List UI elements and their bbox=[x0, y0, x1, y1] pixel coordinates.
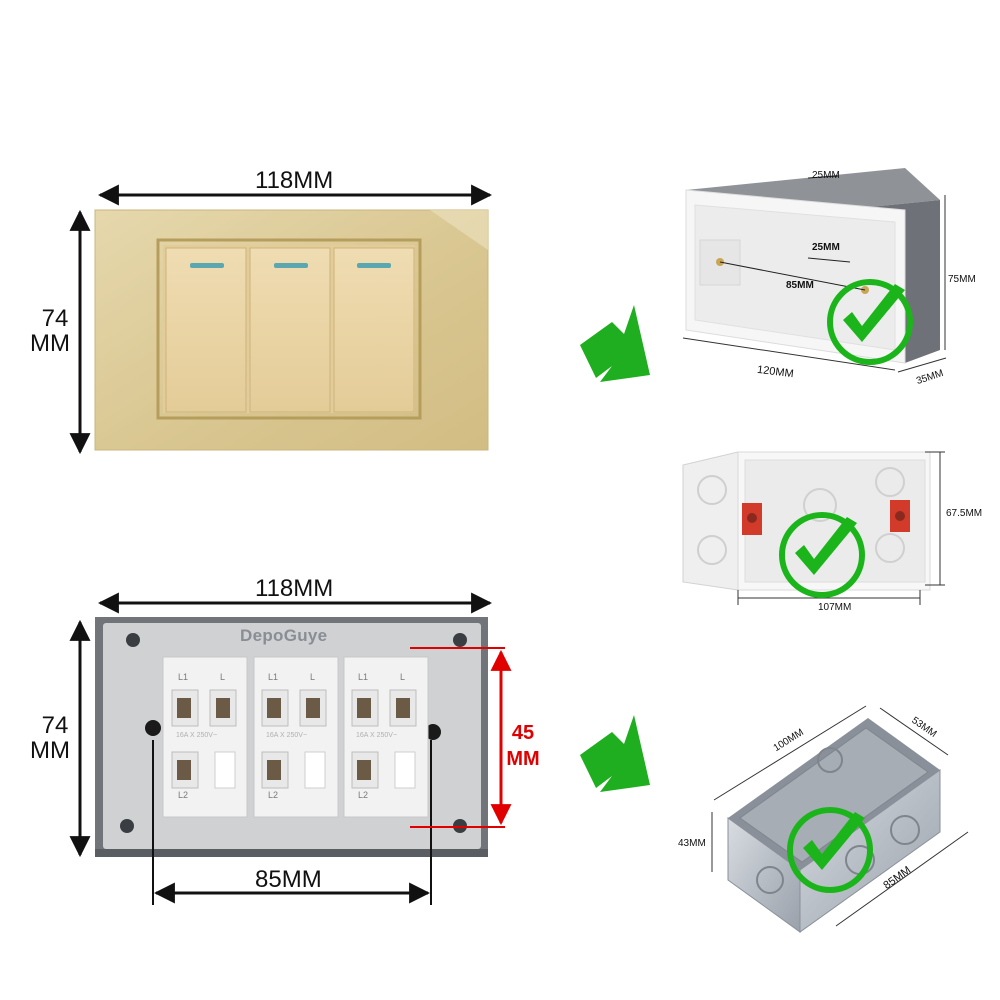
bottom-height-label-number: 74 bbox=[41, 712, 69, 739]
top-width-label: 118MM bbox=[255, 167, 334, 194]
terminal-label-l-m1: L bbox=[220, 672, 226, 682]
rocker-key-2 bbox=[249, 247, 331, 413]
terminal-label-l2-m1: L2 bbox=[178, 790, 189, 800]
depth-label-unit: MM bbox=[506, 748, 540, 770]
rating-text-m2: 16A X 250V~ bbox=[266, 732, 308, 739]
box1-height-label: 75MM bbox=[948, 274, 976, 285]
gold-switch-plate bbox=[94, 209, 489, 451]
rocker-key-1 bbox=[165, 247, 247, 413]
rating-text-m3: 16A X 250V~ bbox=[356, 732, 398, 739]
switch-module-1 bbox=[162, 656, 248, 818]
box1-center-label: 85MM bbox=[786, 280, 814, 291]
red-terminal-box bbox=[682, 451, 945, 605]
metal-junction-box bbox=[711, 705, 969, 933]
brand-logo: DepoGuye bbox=[240, 626, 328, 645]
terminal-label-l1-m3: L1 bbox=[358, 672, 369, 682]
rocker-key-3 bbox=[333, 247, 415, 413]
terminal-label-l1-m2: L1 bbox=[268, 672, 279, 682]
depth-label-number: 45 bbox=[511, 722, 535, 744]
bottom-height-label-unit: MM bbox=[30, 737, 70, 764]
check-mark-2 bbox=[779, 512, 865, 598]
bottom-width-label: 118MM bbox=[255, 575, 334, 602]
switch-module-2 bbox=[253, 656, 339, 818]
terminal-label-l1-m1: L1 bbox=[178, 672, 189, 682]
box1-top-slot-label: 25MM bbox=[812, 170, 840, 181]
box2-height-label: 67.5MM bbox=[946, 508, 983, 519]
spacing-label: 85MM bbox=[255, 866, 322, 893]
check-mark-1 bbox=[827, 279, 913, 365]
top-height-label-number: 74 bbox=[41, 305, 69, 332]
box3-height-label: 43MM bbox=[678, 838, 706, 849]
terminal-label-l2-m2: L2 bbox=[268, 790, 279, 800]
rating-text-m1: 16A X 250V~ bbox=[176, 732, 218, 739]
terminal-label-l-m3: L bbox=[400, 672, 406, 682]
terminal-label-l-m2: L bbox=[310, 672, 316, 682]
switch-module-3 bbox=[343, 656, 429, 818]
green-arrow-bottom bbox=[580, 715, 650, 792]
green-arrow-top bbox=[580, 305, 650, 382]
terminal-label-l2-m3: L2 bbox=[358, 790, 369, 800]
box1-inner-label: 25MM bbox=[812, 242, 840, 253]
top-height-label-unit: MM bbox=[30, 330, 70, 357]
white-junction-box bbox=[682, 168, 947, 373]
box2-width-label: 107MM bbox=[818, 602, 852, 613]
check-mark-3 bbox=[787, 807, 873, 893]
